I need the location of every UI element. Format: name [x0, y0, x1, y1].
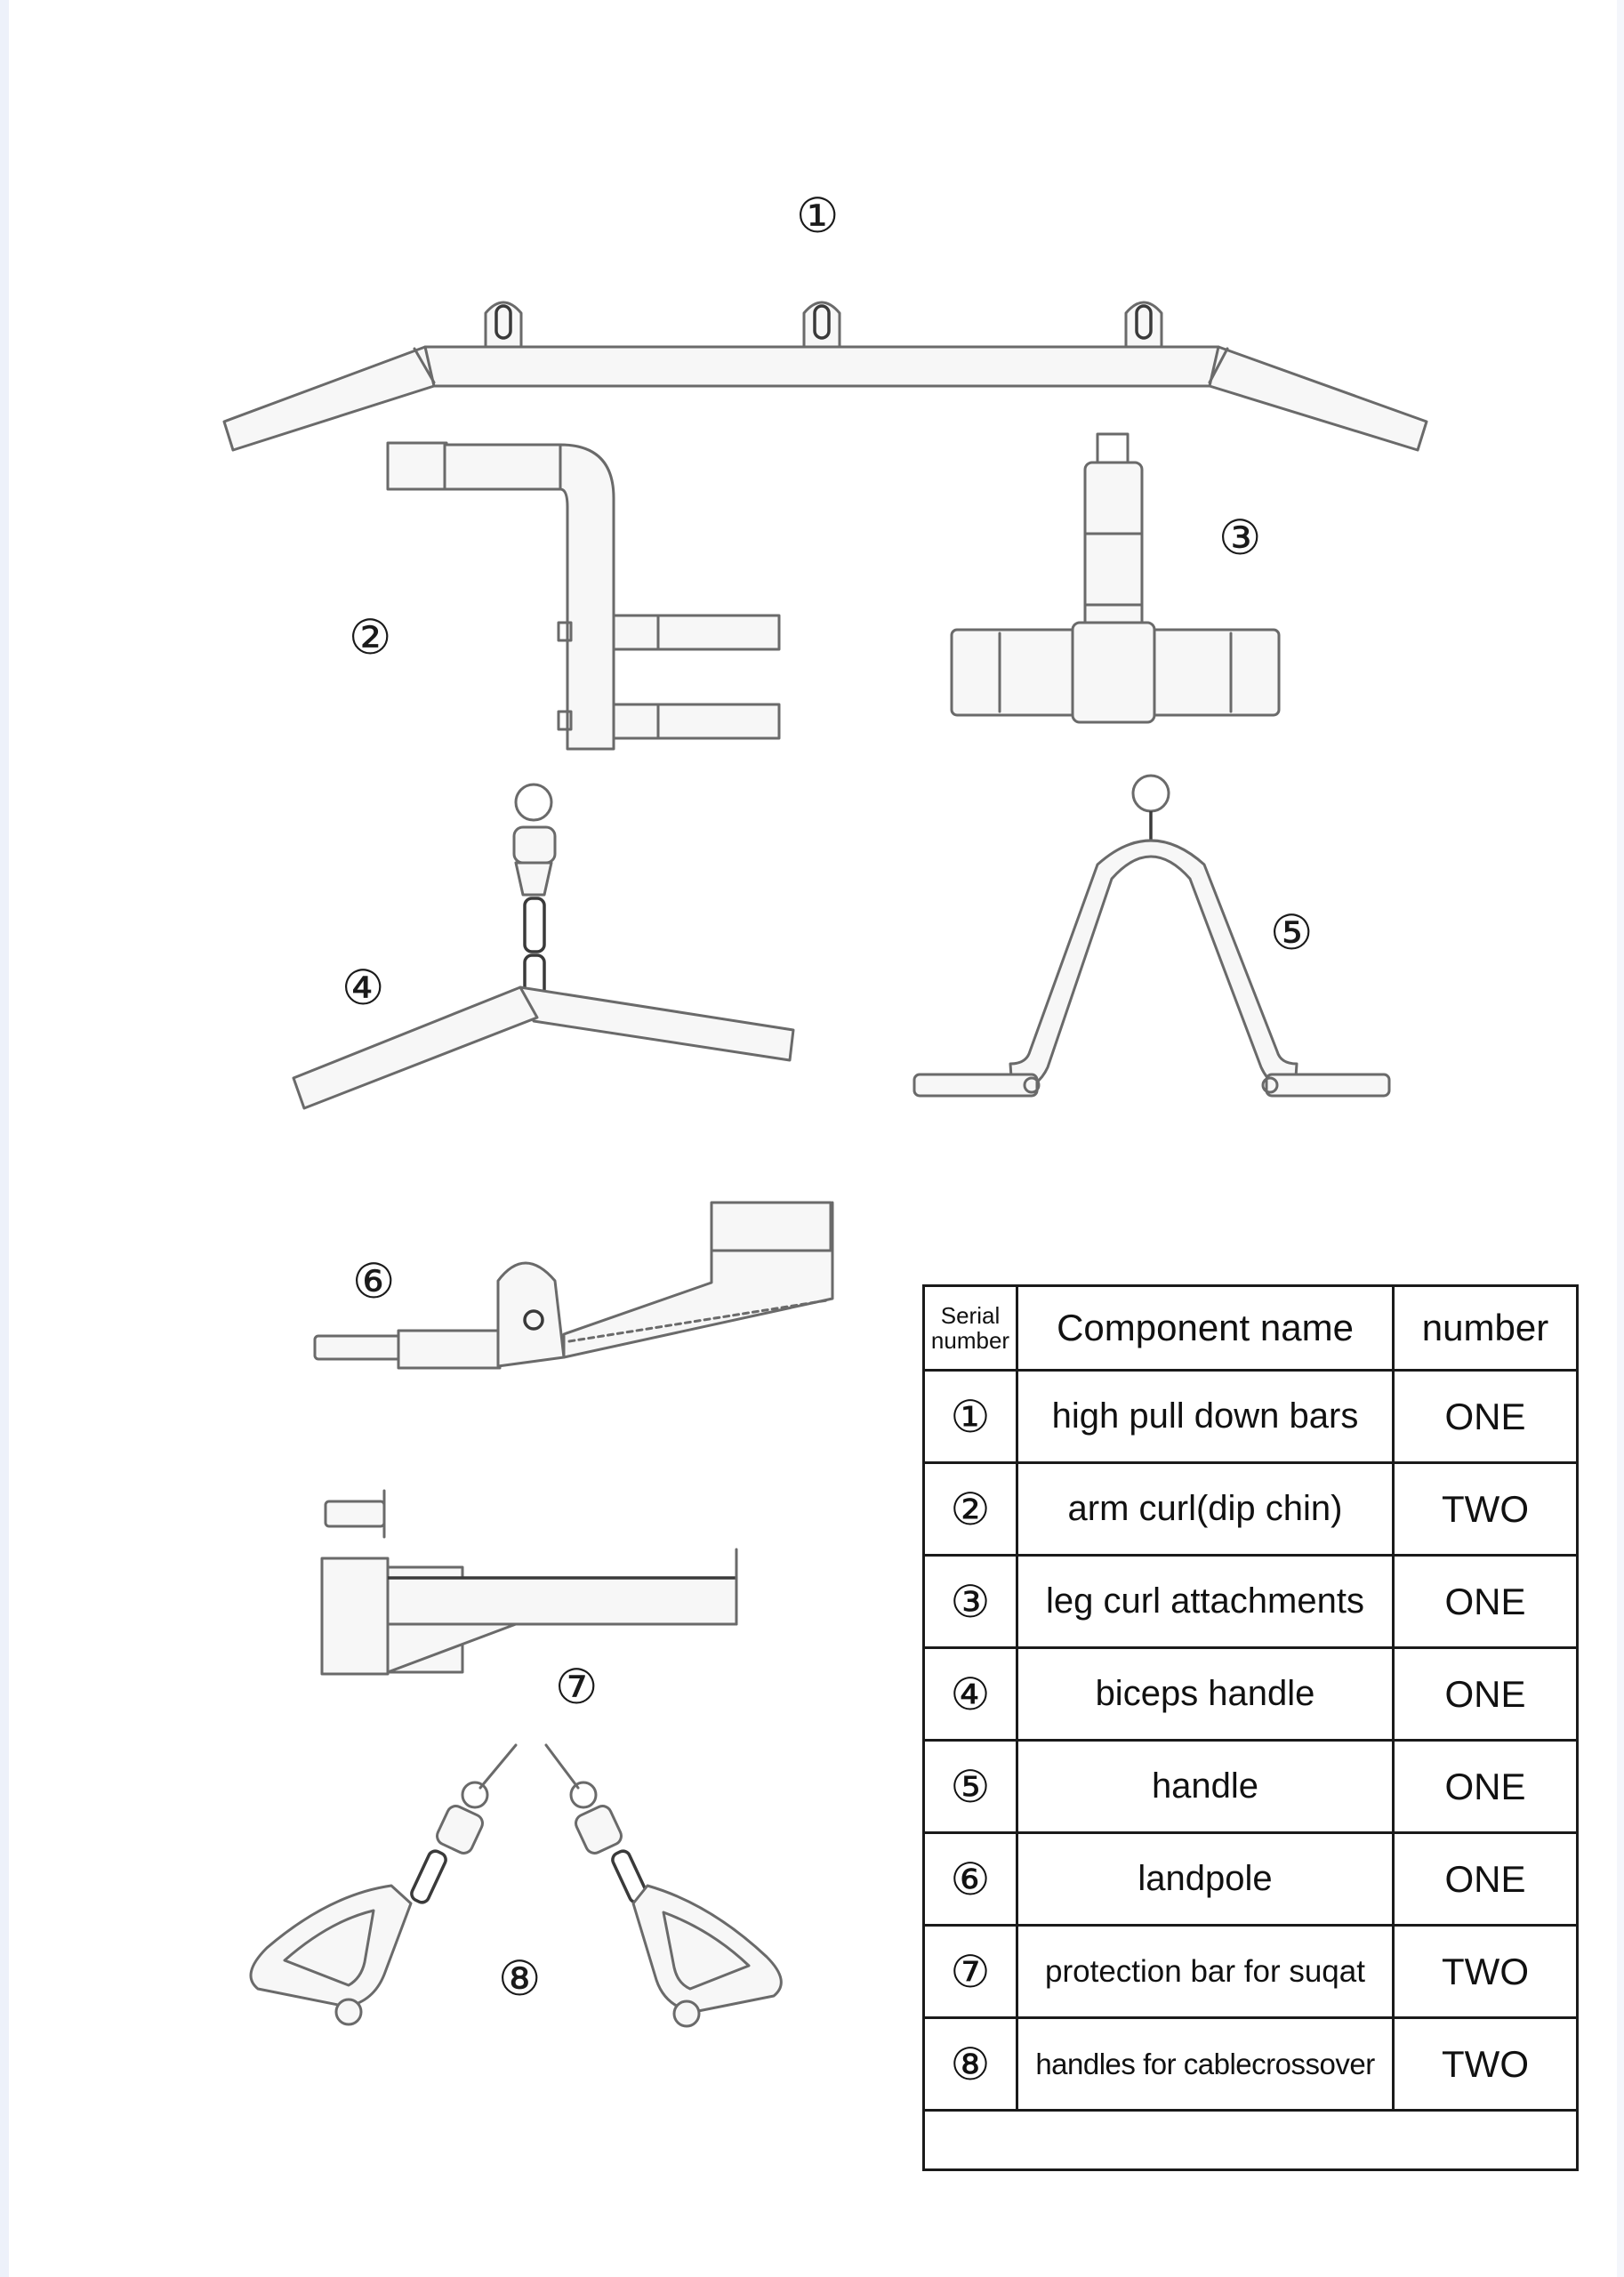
components-table: Serial number Component name number ① hi… — [922, 1284, 1579, 2171]
row-quantity: TWO — [1392, 1924, 1579, 2019]
high-pull-down-bar-drawing — [222, 301, 1428, 452]
row-serial: ⑦ — [922, 1924, 1018, 2019]
marker-6: ⑥ — [352, 1253, 396, 1309]
row-serial: ⑥ — [922, 1831, 1018, 1927]
marker-8: ⑧ — [498, 1951, 542, 2007]
serial-header-line2: number — [930, 1327, 1010, 1354]
row-serial: ① — [922, 1369, 1018, 1464]
table-row: ③ leg curl attachments ONE — [922, 1554, 1579, 1649]
marker-3: ③ — [1218, 510, 1262, 566]
table-row: ④ biceps handle ONE — [922, 1646, 1579, 1742]
table-header-row: Serial number Component name number — [922, 1284, 1579, 1372]
row-quantity: TWO — [1392, 1461, 1579, 1557]
arm-curl-drawing — [386, 441, 781, 751]
table-row: ⑥ landpole ONE — [922, 1831, 1579, 1927]
page-right-edge — [1617, 0, 1624, 2277]
row-quantity: ONE — [1392, 1554, 1579, 1649]
marker-2: ② — [349, 609, 392, 665]
row-serial: ② — [922, 1461, 1018, 1557]
marker-5: ⑤ — [1270, 905, 1314, 961]
row-quantity: ONE — [1392, 1739, 1579, 1834]
marker-7: ⑦ — [555, 1659, 599, 1715]
biceps-handle-drawing — [292, 783, 795, 1110]
handle-drawing — [912, 774, 1391, 1098]
table-empty-row — [922, 2109, 1579, 2171]
empty-cell — [922, 2109, 1579, 2171]
table-row: ⑧ handles for cablecrossover TWO — [922, 2016, 1579, 2112]
row-quantity: TWO — [1392, 2016, 1579, 2112]
row-serial: ③ — [922, 1554, 1018, 1649]
table-row: ② arm curl(dip chin) TWO — [922, 1461, 1579, 1557]
row-component-name: protection bar for suqat — [1016, 1924, 1395, 2019]
protection-bar-drawing — [320, 1489, 738, 1676]
cable-crossover-handles-drawing — [249, 1743, 783, 2028]
table-row: ⑦ protection bar for suqat TWO — [922, 1924, 1579, 2019]
table-row: ⑤ handle ONE — [922, 1739, 1579, 1834]
marker-1: ① — [796, 188, 840, 244]
row-serial: ④ — [922, 1646, 1018, 1742]
row-quantity: ONE — [1392, 1646, 1579, 1742]
component-name-header: Component name — [1016, 1284, 1395, 1372]
row-component-name: leg curl attachments — [1016, 1554, 1395, 1649]
row-component-name: handles for cablecrossover — [1016, 2016, 1395, 2112]
table-row: ① high pull down bars ONE — [922, 1369, 1579, 1464]
row-quantity: ONE — [1392, 1369, 1579, 1464]
row-component-name: arm curl(dip chin) — [1016, 1461, 1395, 1557]
row-component-name: high pull down bars — [1016, 1369, 1395, 1464]
row-quantity: ONE — [1392, 1831, 1579, 1927]
page-left-edge — [0, 0, 9, 2277]
row-component-name: handle — [1016, 1739, 1395, 1834]
serial-header-line1: Serial — [940, 1302, 1001, 1329]
serial-number-header: Serial number — [922, 1284, 1018, 1372]
row-component-name: landpole — [1016, 1831, 1395, 1927]
marker-4: ④ — [342, 960, 385, 1016]
row-component-name: biceps handle — [1016, 1646, 1395, 1742]
row-serial: ⑧ — [922, 2016, 1018, 2112]
row-serial: ⑤ — [922, 1739, 1018, 1834]
number-header: number — [1392, 1284, 1579, 1372]
landpole-drawing — [313, 1201, 834, 1370]
leg-curl-attachment-drawing — [950, 432, 1281, 724]
